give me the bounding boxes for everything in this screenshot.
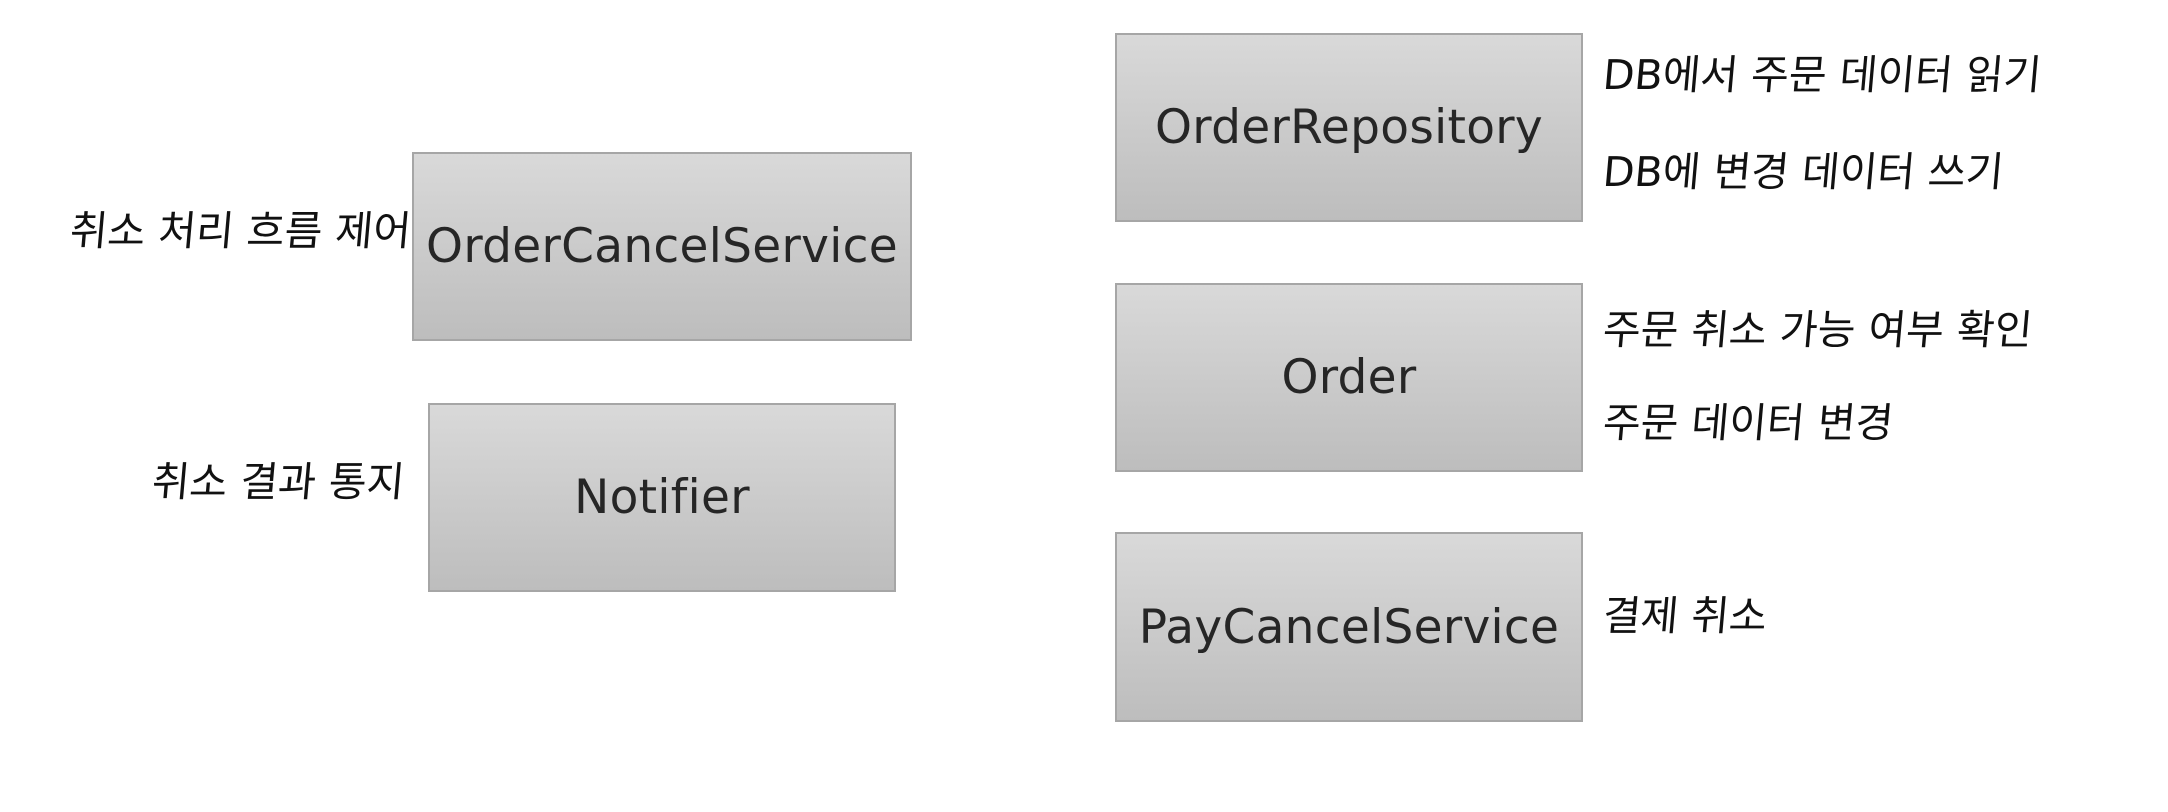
order-cancel-service-label: OrderCancelService [426, 219, 898, 274]
repo-write-note: DB에 변경 데이터 쓰기 [1600, 148, 2006, 196]
cancel-flow-note: 취소 처리 흐름 제어 [67, 207, 414, 255]
order-check-note: 주문 취소 가능 여부 확인 [1600, 306, 2035, 354]
order-change-note: 주문 데이터 변경 [1600, 399, 1896, 447]
order-box: Order [1115, 283, 1583, 472]
pay-cancel-service-label: PayCancelService [1138, 599, 1560, 655]
order-label: Order [1281, 350, 1417, 405]
notify-note: 취소 결과 통지 [149, 458, 407, 506]
order-repository-box: OrderRepository [1115, 33, 1583, 222]
order-cancel-service-box: OrderCancelService [412, 152, 912, 341]
notifier-box: Notifier [428, 403, 896, 592]
repo-read-note: DB에서 주문 데이터 읽기 [1600, 51, 2044, 99]
order-repository-label: OrderRepository [1155, 100, 1543, 155]
notifier-label: Notifier [574, 470, 750, 525]
pay-cancel-note: 결제 취소 [1600, 592, 1770, 640]
pay-cancel-service-box: PayCancelService [1115, 532, 1583, 722]
